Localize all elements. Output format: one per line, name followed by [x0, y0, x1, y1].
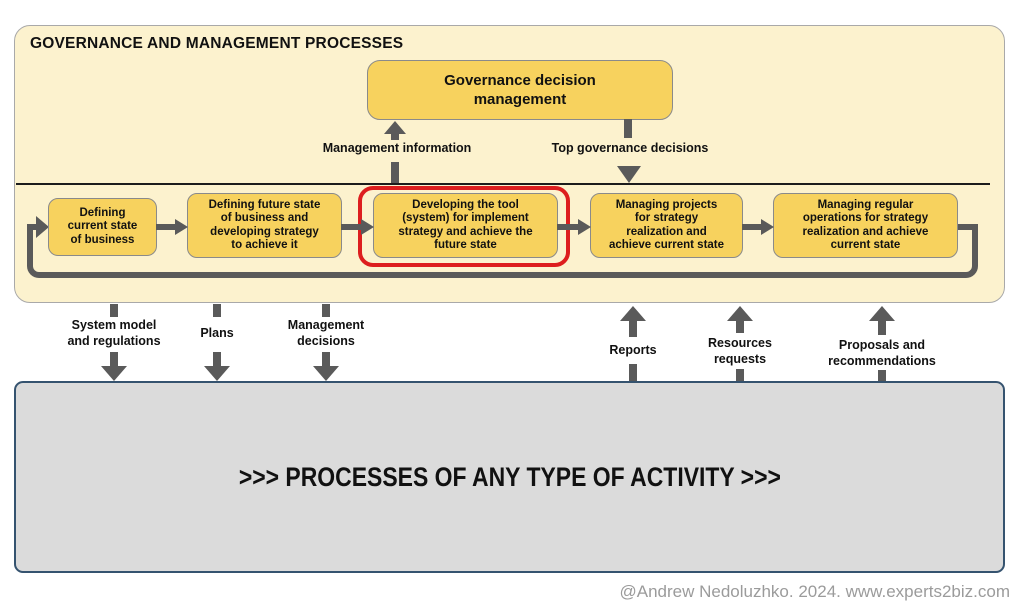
- process-box-defining-future-state: Defining future state of business and de…: [187, 193, 342, 258]
- reports-stub-bottom: [629, 364, 637, 381]
- arrow-4-5-shaft: [742, 224, 762, 230]
- processes-band: >>> PROCESSES OF ANY TYPE OF ACTIVITY >>…: [14, 381, 1005, 573]
- proposals-arrowhead-up: [869, 306, 895, 321]
- system-model-arrowhead-down: [101, 366, 127, 381]
- arrow-3-4-head: [578, 219, 591, 235]
- plans-arrowhead-down: [204, 366, 230, 381]
- footer-credit: @Andrew Nedoluzhko. 2024. www.experts2bi…: [619, 582, 1010, 601]
- top-governance-decisions-label: Top governance decisions: [551, 141, 709, 155]
- arrow-1-2-shaft: [156, 224, 176, 230]
- management-decisions-stub-top: [322, 304, 330, 317]
- feedback-loop-entry-segment: [33, 224, 38, 230]
- management-information-arrow-shaft: [391, 133, 399, 140]
- feedback-loop-arrowhead: [36, 216, 49, 238]
- resources-requests-arrow-shaft: [736, 320, 744, 333]
- top-governance-decisions-stub: [624, 119, 632, 138]
- system-model-stub-top: [110, 304, 118, 317]
- resources-requests-arrowhead-up: [727, 306, 753, 321]
- proposals-arrow-shaft: [878, 320, 886, 335]
- diagram-title: GOVERNANCE AND MANAGEMENT PROCESSES: [30, 35, 404, 52]
- process-box-developing-tool: Developing the tool (system) for impleme…: [373, 193, 558, 258]
- system-model-label: System model and regulations: [67, 318, 161, 348]
- proposals-label: Proposals and recommendations: [828, 338, 936, 368]
- resources-requests-stub-bottom: [736, 369, 744, 381]
- reports-arrowhead-up: [620, 306, 646, 321]
- reports-label: Reports: [609, 343, 657, 357]
- arrow-1-2-head: [175, 219, 188, 235]
- process-box-defining-current-state: Defining current state of business: [48, 198, 157, 256]
- management-separator-line: [16, 183, 990, 185]
- arrow-4-5-head: [761, 219, 774, 235]
- management-information-stub: [391, 162, 399, 183]
- system-model-arrow-shaft: [110, 352, 118, 367]
- processes-band-label: >>> PROCESSES OF ANY TYPE OF ACTIVITY >>…: [238, 461, 781, 492]
- process-box-managing-projects: Managing projects for strategy realizati…: [590, 193, 743, 258]
- arrow-2-3-shaft: [341, 224, 362, 230]
- proposals-stub-bottom: [878, 370, 886, 381]
- process-box-managing-operations: Managing regular operations for strategy…: [773, 193, 958, 258]
- governance-decision-box: Governance decision management: [367, 60, 673, 120]
- arrow-2-3-head: [361, 219, 374, 235]
- arrow-3-4-shaft: [557, 224, 579, 230]
- feedback-loop-line: [27, 224, 978, 278]
- management-decisions-label: Management decisions: [287, 318, 365, 348]
- plans-label: Plans: [200, 326, 234, 340]
- plans-stub-top: [213, 304, 221, 317]
- management-decisions-arrow-shaft: [322, 352, 330, 367]
- resources-requests-label: Resources requests: [708, 336, 772, 366]
- management-decisions-arrowhead-down: [313, 366, 339, 381]
- management-information-arrowhead-up: [384, 121, 406, 134]
- management-information-label: Management information: [322, 141, 472, 155]
- top-governance-decisions-arrowhead-down: [617, 166, 641, 183]
- plans-arrow-shaft: [213, 352, 221, 367]
- feedback-loop-exit-segment: [952, 224, 974, 230]
- reports-arrow-shaft: [629, 320, 637, 337]
